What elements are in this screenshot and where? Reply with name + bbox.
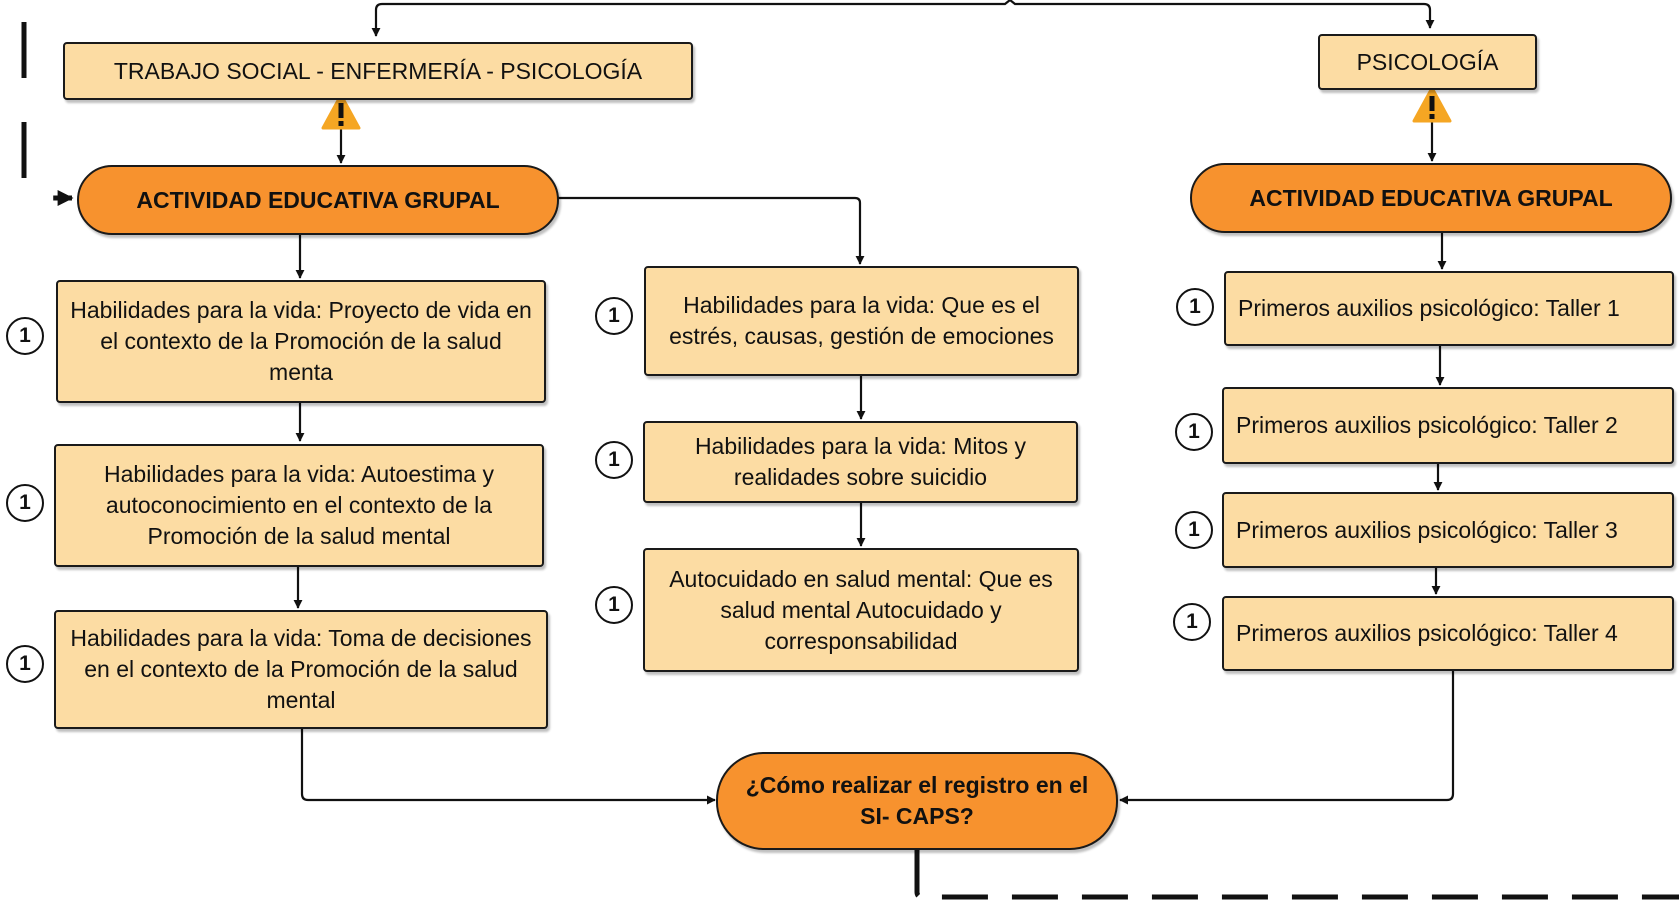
header-left: TRABAJO SOCIAL - ENFERMERÍA - PSICOLOGÍA — [63, 42, 693, 100]
column-c-box-1: Primeros auxilios psicológico: Taller 1 — [1224, 271, 1674, 346]
badge-c2: 1 — [1175, 413, 1213, 451]
activity-right: ACTIVIDAD EDUCATIVA GRUPAL — [1190, 163, 1672, 233]
connector-top-right — [1009, 0, 1435, 29]
column-b-box-3: Autocuidado en salud mental: Que es salu… — [643, 548, 1079, 672]
column-c-box-4: Primeros auxilios psicológico: Taller 4 — [1222, 596, 1674, 671]
column-b-box-2: Habilidades para la vida: Mitos y realid… — [643, 421, 1078, 503]
connector-act-b — [557, 196, 865, 265]
connector-c4-final — [1119, 670, 1455, 805]
badge-a3: 1 — [6, 645, 44, 683]
badge-a2: 1 — [6, 484, 44, 522]
warning-triangle-icon — [1412, 86, 1452, 123]
badge-c1: 1 — [1176, 288, 1214, 326]
badge-b1: 1 — [595, 297, 633, 335]
badge-b2: 1 — [595, 441, 633, 479]
dashed-loop-bottom — [914, 850, 1679, 900]
header-right: PSICOLOGÍA — [1318, 34, 1537, 90]
column-a-box-1: Habilidades para la vida: Proyecto de vi… — [56, 280, 546, 403]
badge-b3: 1 — [595, 586, 633, 624]
badge-c4: 1 — [1173, 603, 1211, 641]
connector-top-left — [371, 0, 1011, 37]
column-c-box-2: Primeros auxilios psicológico: Taller 2 — [1222, 387, 1674, 464]
column-a-box-3: Habilidades para la vida: Toma de decisi… — [54, 610, 548, 729]
column-c-box-3: Primeros auxilios psicológico: Taller 3 — [1222, 492, 1674, 568]
warning-triangle-icon — [321, 93, 361, 130]
badge-c3: 1 — [1175, 511, 1213, 549]
column-a-box-2: Habilidades para la vida: Autoestima y a… — [54, 444, 544, 567]
column-b-box-1: Habilidades para la vida: Que es el estr… — [644, 266, 1079, 376]
connector-a3-final — [300, 728, 716, 805]
activity-left: ACTIVIDAD EDUCATIVA GRUPAL — [77, 165, 559, 235]
badge-a1: 1 — [6, 317, 44, 355]
final-question: ¿Cómo realizar el registro en el SI- CAP… — [716, 752, 1118, 850]
